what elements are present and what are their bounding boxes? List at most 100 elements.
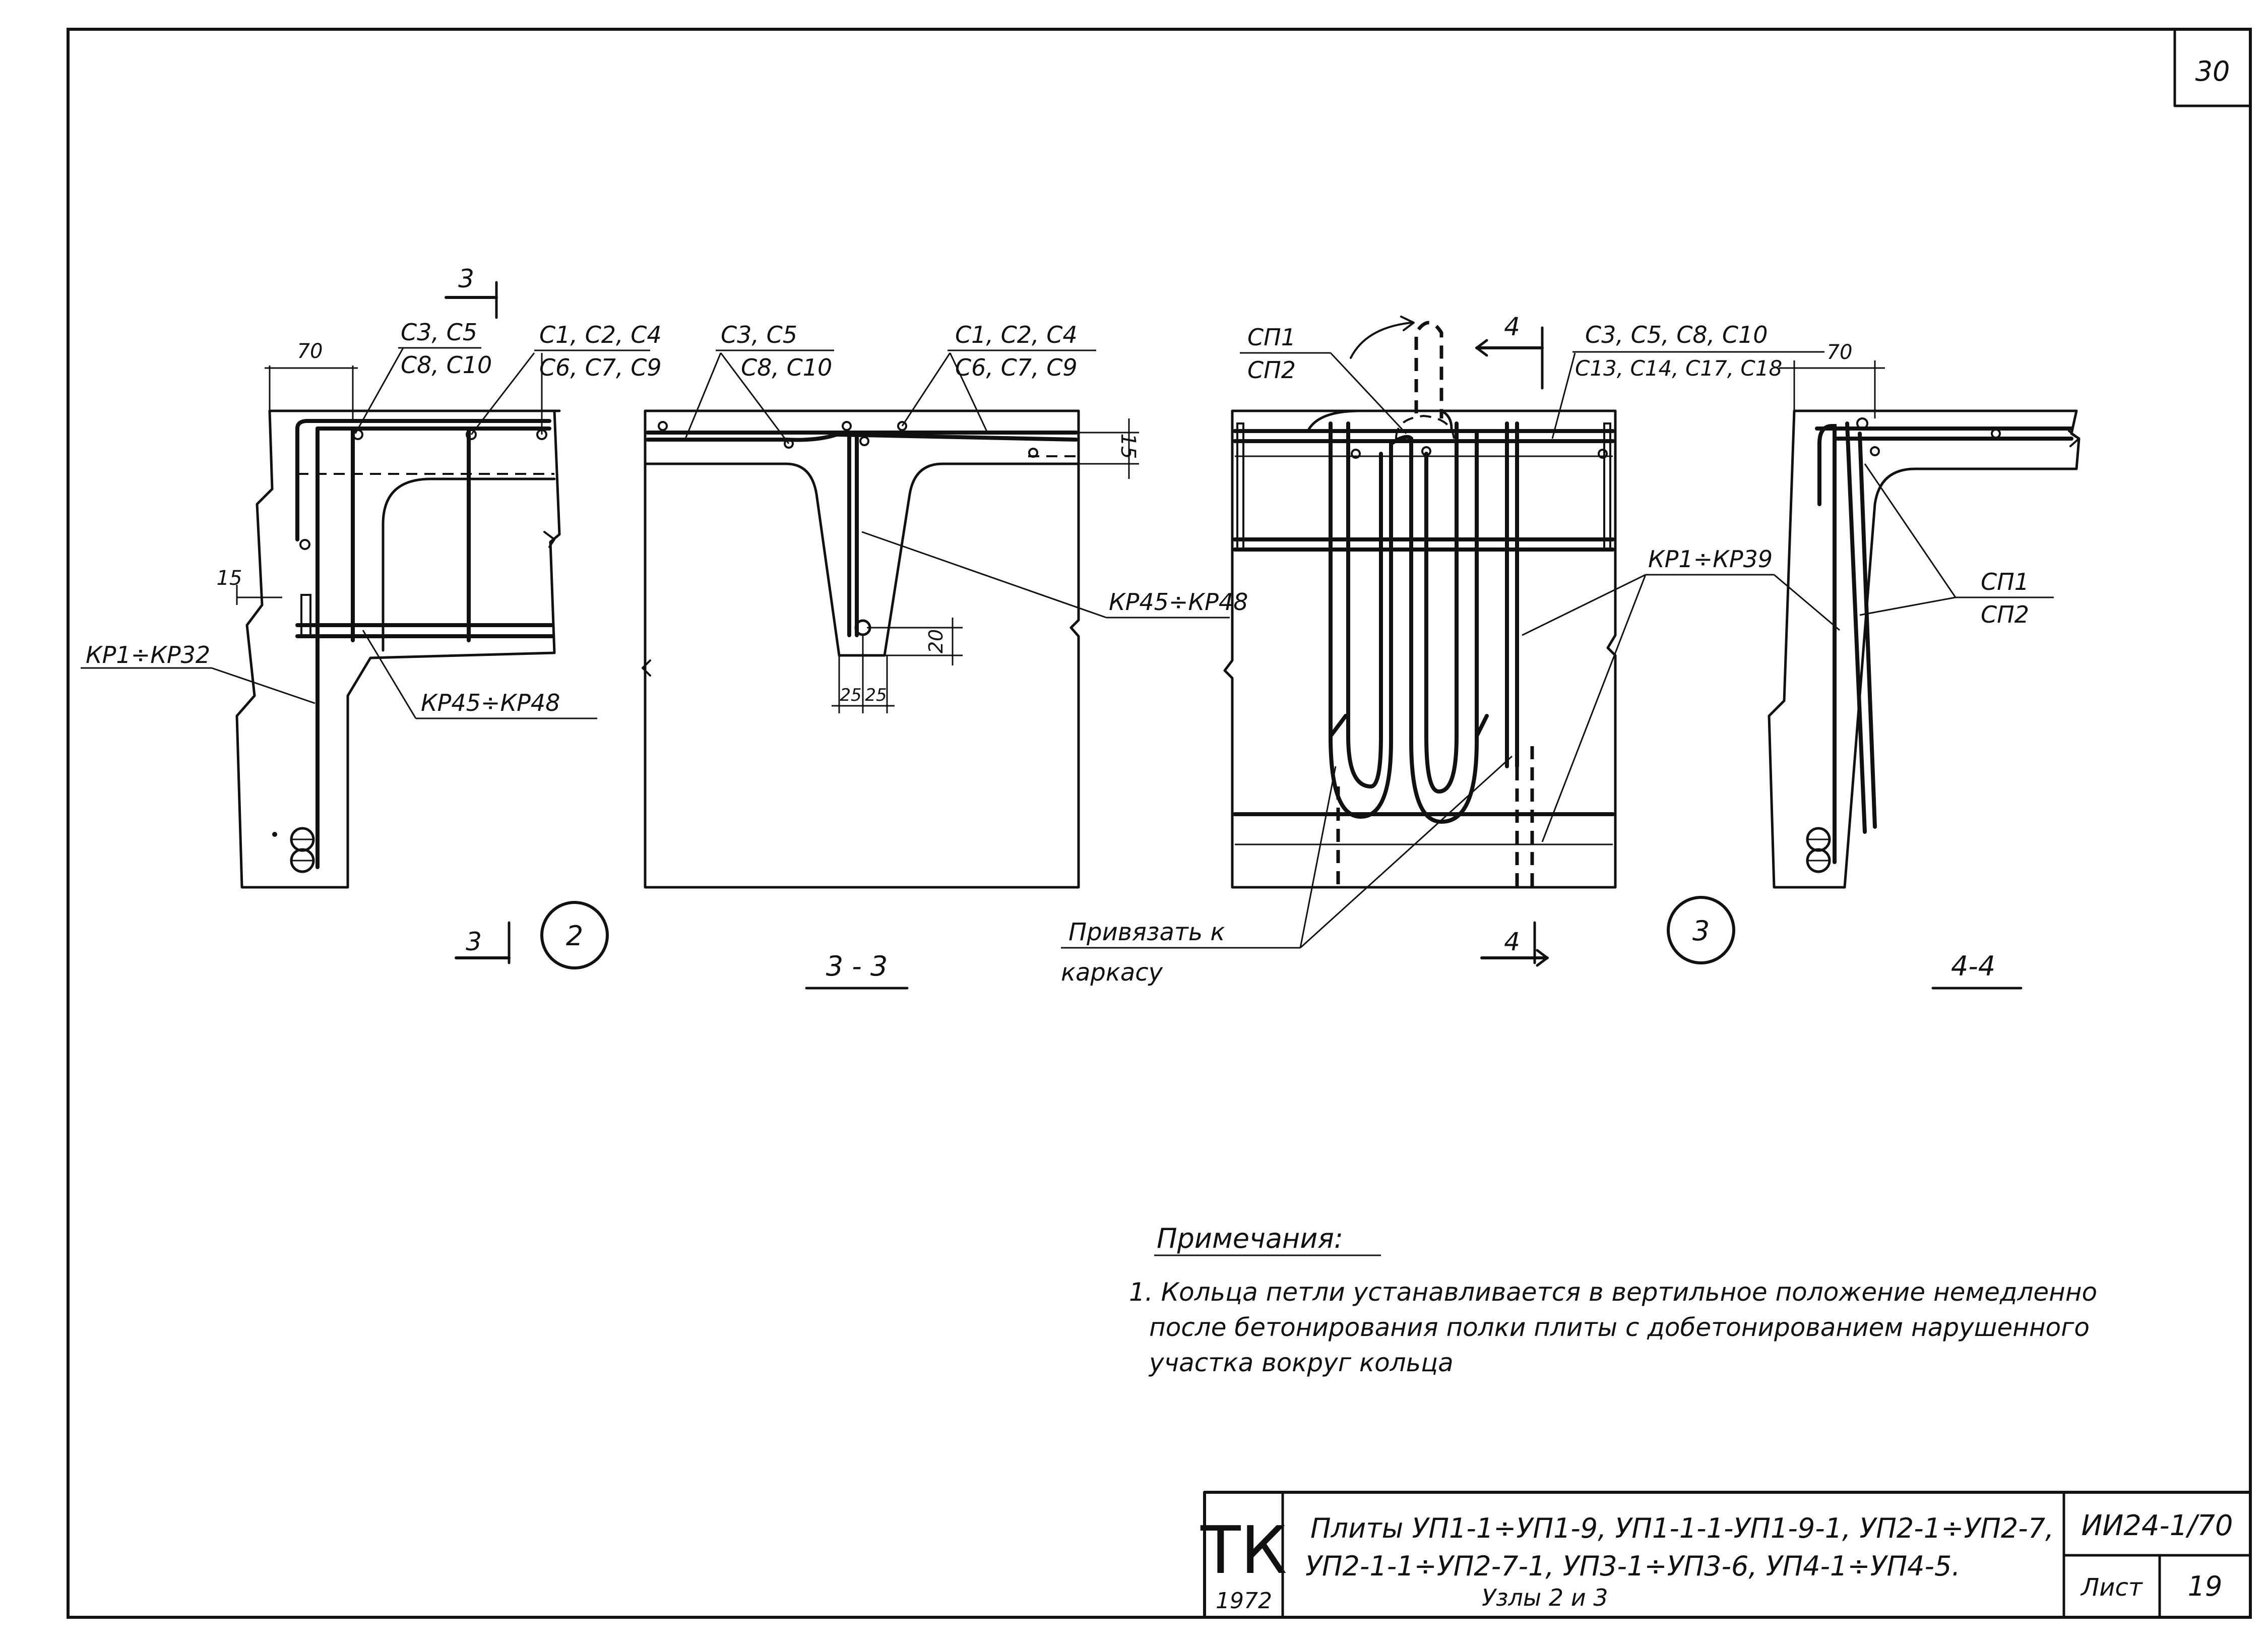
section44-title: 4-4 [1951,950,1995,982]
section33-outline [644,409,1080,889]
node2-c-right-2: С6, С7, С9 [539,354,662,381]
section33-dot [784,439,794,449]
section33-c-left-2: С8, С10 [741,354,832,381]
node2-small-dot [272,832,277,837]
node2-detail-circle-label: 2 [566,920,583,952]
section44-bottom-bar [1806,848,1831,873]
node3-sp-2: СП2 [1247,356,1296,384]
section33-dim-15-text: 15 [1116,434,1140,459]
section44-sp-2: СП2 [1981,601,2029,628]
node3-loop-hook-right [1475,714,1489,738]
title-block: ТК 1972 Плиты УП1-1÷УП1-9, УП1-1-1-УП1-9… [1200,1491,2252,1619]
node2-haunch [382,477,556,652]
node2-break-mark [543,531,555,548]
section33-dot [658,421,668,431]
node2-kr-bottom: КР45÷КР48 [421,689,560,716]
notes-line-2: после бетонирования полки плиты с добето… [1149,1313,2090,1342]
node3-right-bar [1603,422,1611,551]
section33-title: 3 - 3 [826,950,888,982]
detail-section-3-3: С3, С5 С8, С10 С1, С2, С4 С6, С7, С9 КР4… [642,321,1248,990]
detail-node-2: 70 15 3 3 С3, С5 С8, С10 С1, С2, С4 С6, … [81,264,662,969]
title-doc-code: ИИ24-1/70 [2082,1509,2233,1542]
node3-section-mark-top: 4 [1475,312,1544,390]
node3-ring-dashed-arc [1395,414,1455,439]
node2-c-top-2: С8, С10 [401,351,492,379]
section44-dot [1856,417,1868,430]
node2-anchor-plate [300,594,311,636]
node2-bar-dot [299,539,310,550]
node2-section-mark-bottom-text: 3 [466,927,482,956]
section33-dot [842,421,852,431]
node3-dot [1598,449,1608,459]
section44-dim-70-text: 70 [1827,341,1853,364]
node3-section-mark-top-text: 4 [1504,312,1520,341]
node3-ring-arc [1306,409,1453,433]
node3-tie-2: каркасу [1061,958,1163,987]
section33-dot [859,436,869,446]
node2-dim-15-text: 15 [217,567,242,590]
node3-sp-1: СП1 [1247,324,1296,351]
section33-rib [644,462,1080,657]
node2-bottom-bar [290,848,315,873]
title-sheet-label: Лист [2080,1573,2144,1602]
node3-section-mark-bottom-text: 4 [1504,927,1520,956]
section33-dot [1028,448,1038,458]
title-line-2: УП2-1-1÷УП2-7-1, УП3-1÷УП3-6, УП4-1÷УП4-… [1305,1550,1961,1582]
node3-tie-1: Привязать к [1068,918,1225,946]
section44-dim-70: 70 [1779,341,1885,418]
section44-inclined-bar [1845,421,1867,834]
node2-detail-circle [540,901,609,969]
node2-dim-70: 70 [265,340,358,421]
section33-dim-25-25: 25 25 [832,635,895,713]
section33-dim-25b-text: 25 [865,685,887,705]
sheet-number: 30 [2195,55,2230,87]
section33-c-right-1: С1, С2, С4 [955,321,1078,348]
node3-detail-circle-label: 3 [1692,915,1710,947]
node3-c-1: С3, С5, С8, С10 [1585,321,1768,348]
title-year: 1972 [1216,1588,1272,1614]
node3-left-bar [1236,422,1244,551]
node2-section-mark-top: 3 [445,264,498,319]
section33-dim-15: 15 [1079,418,1140,479]
node3-dot [1421,446,1431,456]
node3-ring-vertical [1414,321,1443,418]
node3-dot [1351,449,1361,459]
section33-dim-20: 20 [867,618,963,665]
node2-section-mark-bottom: 3 [455,921,511,964]
section44-dot [1991,429,2001,439]
node3-loop-hook-left [1329,714,1348,738]
node2-kr-left: КР1÷КР32 [86,641,210,668]
node2-dim-70-text: 70 [297,340,323,363]
node3-lifting-loop-left [1329,421,1479,824]
node3-section-mark-bottom: 4 [1480,921,1549,967]
title-subtitle: Узлы 2 и 3 [1482,1584,1608,1611]
section33-dim-25a-text: 25 [840,685,861,705]
node3-c-2: С13, С14, С17, С18 [1575,356,1782,381]
node3-lifting-loop-inner [1424,421,1459,794]
sheet-number-box: 30 [2173,28,2252,107]
section44-loop-bar [1817,424,1837,864]
node3-kr: КР1÷КР39 [1648,545,1773,573]
detail-section-4-4: 70 СП1 СП2 4-4 [1768,341,2081,990]
section33-c-right-2: С6, С7, С9 [955,354,1078,381]
node2-bar-dot [466,429,477,440]
section44-sp-1: СП1 [1981,568,2029,595]
section44-inclined-bar-2 [1858,432,1877,829]
section33-dot [897,421,907,431]
section44-dot [1870,446,1880,456]
section33-kr: КР45÷КР48 [1109,588,1248,616]
section33-dim-20-text: 20 [925,629,947,653]
node3-detail-circle [1667,896,1735,964]
section33-break-left [642,659,651,677]
title-logo: ТК [1200,1512,1287,1589]
section44-outline [1768,409,2081,889]
notes-line-1: 1. Кольца петли устанавливается в вертил… [1129,1278,2097,1307]
sheet-frame [67,28,2252,1619]
detail-node-3: СП1 СП2 4 С3, С5, С8, С10 С13, С14, С17,… [1061,312,1840,987]
node3-lifting-loop-right [1346,421,1383,789]
notes-heading: Примечания: [1157,1223,1343,1254]
node2-concrete-outline [235,409,561,889]
section33-c-left-1: С3, С5 [721,321,797,348]
notes-line-3: участка вокруг кольца [1148,1348,1454,1377]
